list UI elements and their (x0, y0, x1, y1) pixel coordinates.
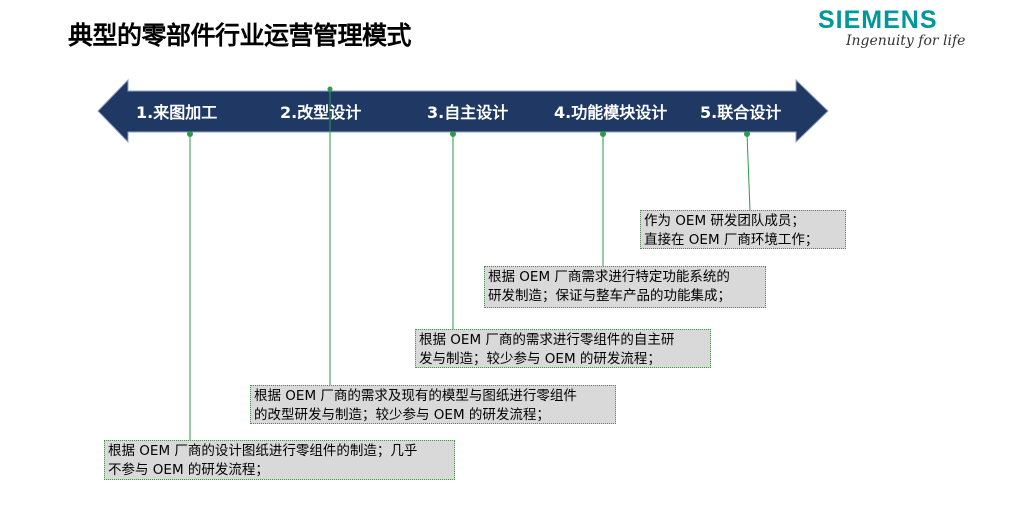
stage-2-description: 根据 OEM 厂商的需求及现有的模型与图纸进行零组件的改型研发与制造；较少参与 … (250, 385, 616, 424)
stage-1-description: 根据 OEM 厂商的设计图纸进行零组件的制造；几乎不参与 OEM 的研发流程； (104, 440, 455, 480)
stage-5-label: 5.联合设计 (700, 103, 782, 122)
desc-line: 根据 OEM 厂商的设计图纸进行零组件的制造；几乎 (108, 443, 418, 459)
desc-line: 不参与 OEM 的研发流程； (108, 462, 269, 478)
page-title: 典型的零部件行业运营管理模式 (68, 21, 412, 50)
stage-4-label: 4.功能模块设计 (554, 103, 668, 122)
desc-line: 研发制造；保证与整车产品的功能集成； (488, 288, 731, 304)
desc-line: 发与制造；较少参与 OEM 的研发流程； (419, 351, 661, 367)
desc-line: 直接在 OEM 厂商环境工作； (644, 232, 819, 248)
stage-4-description: 根据 OEM 厂商需求进行特定功能系统的研发制造；保证与整车产品的功能集成； (484, 266, 766, 308)
stage-5-description: 作为 OEM 研发团队成员； 直接在 OEM 厂商环境工作； (640, 210, 846, 249)
desc-line: 根据 OEM 厂商的需求进行零组件的自主研 (419, 332, 675, 348)
stage-3-description: 根据 OEM 厂商的需求进行零组件的自主研发与制造；较少参与 OEM 的研发流程… (415, 329, 711, 368)
desc-line: 的改型研发与制造；较少参与 OEM 的研发流程； (254, 407, 550, 423)
siemens-logo: SIEMENS Ingenuity for life (818, 6, 965, 49)
desc-line: 根据 OEM 厂商需求进行特定功能系统的 (488, 269, 730, 285)
stage-3-label: 3.自主设计 (427, 103, 509, 122)
stage-2-label: 2.改型设计 (280, 103, 362, 122)
connector-5 (746, 133, 751, 211)
logo-brand: SIEMENS (818, 6, 938, 34)
desc-line: 根据 OEM 厂商的需求及现有的模型与图纸进行零组件 (254, 388, 577, 404)
desc-line: 作为 OEM 研发团队成员； (644, 213, 805, 229)
double-arrow-shape (97, 78, 829, 144)
logo-tagline: Ingenuity for life (846, 33, 966, 49)
stage-1-label: 1.来图加工 (136, 103, 218, 122)
